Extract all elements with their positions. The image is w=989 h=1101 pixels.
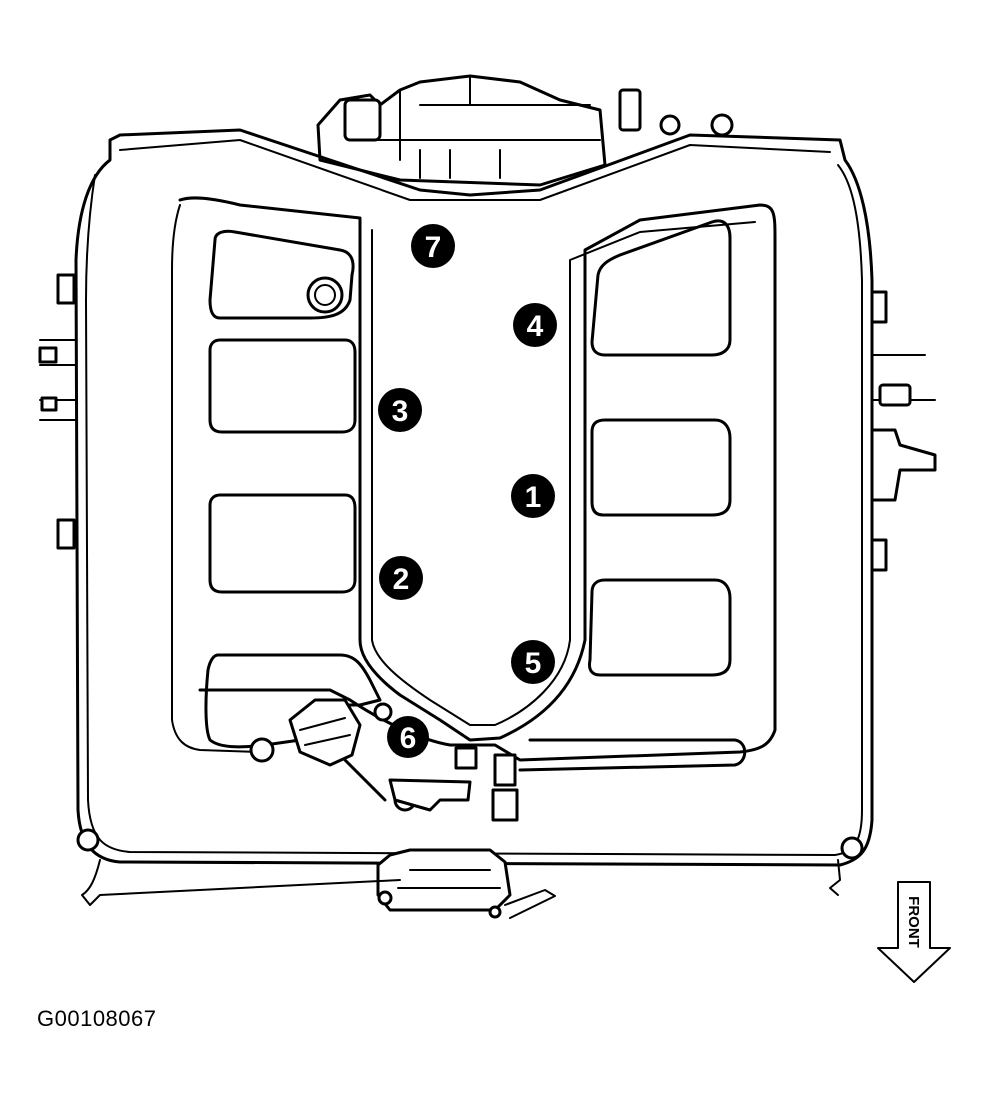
callout-6-label: 6 [400, 722, 417, 755]
callout-1: 1 [511, 474, 555, 518]
callout-5: 5 [511, 640, 555, 684]
runner-wall [171, 196, 777, 762]
callout-3: 3 [378, 388, 422, 432]
callout-4-label: 4 [527, 310, 544, 343]
front-label: FRONT [905, 896, 922, 948]
callout-3-label: 3 [392, 395, 409, 428]
figure-code: G00108067 [37, 1006, 157, 1031]
lower-fittings [76, 698, 864, 919]
callout-4: 4 [513, 303, 557, 347]
callout-1-label: 1 [525, 481, 542, 514]
throttle-body [316, 74, 734, 187]
plenum-housing [38, 128, 937, 867]
right-bank-runners [518, 219, 747, 772]
callout-2-label: 2 [393, 563, 410, 596]
callout-7-label: 7 [425, 231, 442, 264]
callout-2: 2 [379, 556, 423, 600]
callout-5-label: 5 [525, 647, 542, 680]
front-arrow-icon: FRONT [877, 881, 951, 983]
callout-6: 6 [387, 716, 429, 758]
left-bank-runners [204, 229, 382, 763]
callout-7: 7 [411, 224, 455, 268]
